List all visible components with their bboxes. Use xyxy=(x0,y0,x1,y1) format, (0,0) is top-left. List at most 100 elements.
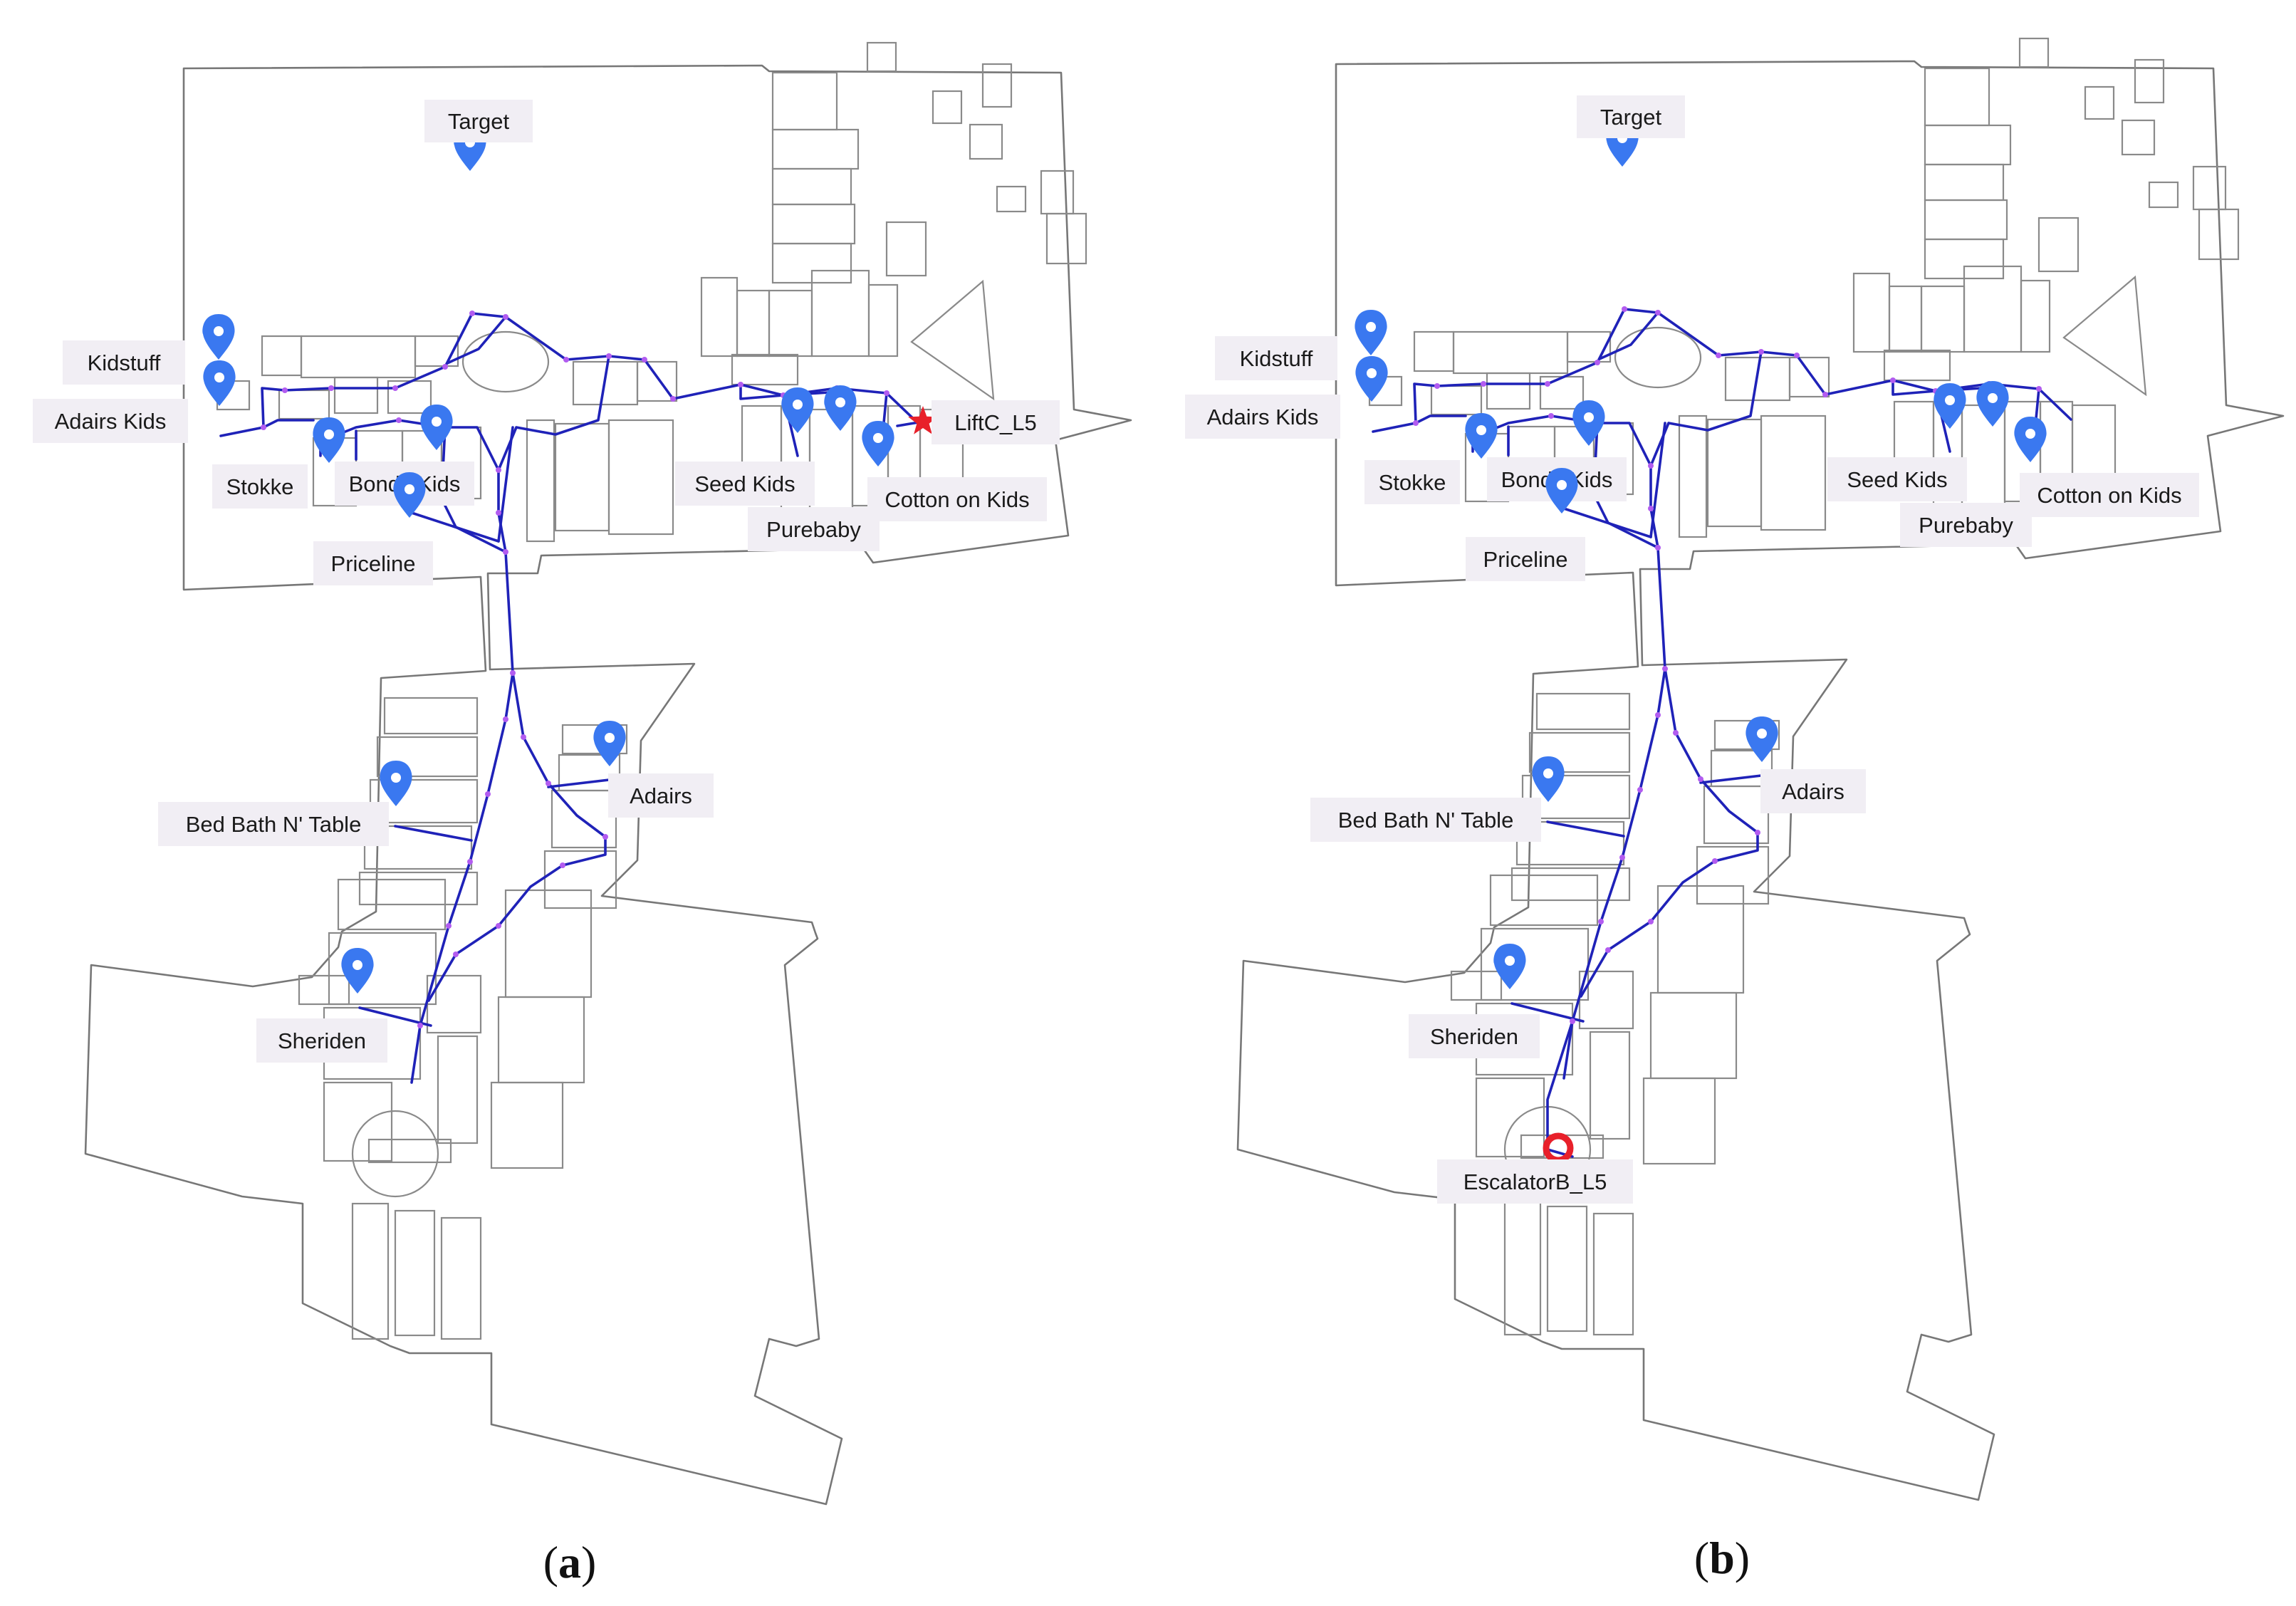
route-node xyxy=(1595,360,1600,365)
shop-unit xyxy=(2121,119,2156,156)
shop-unit xyxy=(2192,165,2227,211)
atrium-void xyxy=(351,1110,439,1198)
store-label-text: Purebaby xyxy=(1919,513,2013,538)
shop-unit xyxy=(1920,285,1966,353)
map-pin-icon[interactable] xyxy=(203,360,236,406)
map-pin-icon[interactable] xyxy=(1976,381,2009,427)
shop-unit xyxy=(298,974,350,1006)
label-adairs-kids: Adairs Kids xyxy=(33,399,188,443)
label-bed-bath-n-table: Bed Bath N' Table xyxy=(158,802,389,846)
panel-caption: (b) xyxy=(1694,1533,1750,1583)
route-node xyxy=(1698,776,1703,782)
route-node xyxy=(1716,353,1721,358)
store-label-text: Stokke xyxy=(226,474,294,499)
route-segment xyxy=(1562,507,1652,538)
shop-unit xyxy=(376,736,479,778)
store-label-text: Adairs xyxy=(1782,779,1844,804)
route-node xyxy=(1545,381,1550,387)
map-pin-icon[interactable] xyxy=(341,948,374,994)
map-pin-icon[interactable] xyxy=(1493,944,1526,989)
map-pin-icon[interactable] xyxy=(862,421,894,466)
shop-unit xyxy=(867,283,899,358)
shop-unit xyxy=(1521,774,1631,820)
route-node xyxy=(738,382,743,387)
label-bed-bath-n-table: Bed Bath N' Table xyxy=(1310,798,1541,842)
map-pin-icon[interactable] xyxy=(1355,356,1388,402)
map-pin-icon[interactable] xyxy=(1572,400,1605,446)
shop-unit xyxy=(2020,279,2051,353)
caption-paren-open: ( xyxy=(543,1537,558,1587)
shop-unit xyxy=(741,405,783,471)
store-label-text: Cotton on Kids xyxy=(885,487,1029,512)
map-pin-icon[interactable] xyxy=(2014,417,2047,462)
shop-unit xyxy=(910,279,995,401)
route-node xyxy=(1413,420,1419,426)
shop-unit xyxy=(607,419,674,536)
shop-unit xyxy=(731,353,799,386)
route-segment xyxy=(358,1006,432,1027)
label-escalatorb-l5: EscalatorB_L5 xyxy=(1437,1159,1633,1204)
map-pin-icon[interactable] xyxy=(313,417,345,463)
map-pin-icon[interactable] xyxy=(420,405,453,450)
route-node xyxy=(1622,306,1627,312)
shop-unit xyxy=(771,71,838,131)
shop-unit xyxy=(278,389,330,420)
map-pin-icon[interactable] xyxy=(1934,383,1966,429)
shop-unit xyxy=(1040,170,1075,215)
shop-unit xyxy=(771,203,856,245)
shop-unit xyxy=(363,825,473,870)
map-pin-icon[interactable] xyxy=(1532,756,1565,802)
shop-unit xyxy=(261,335,303,377)
route-segment xyxy=(1699,774,1763,784)
shop-unit xyxy=(1503,1198,1542,1336)
route-node xyxy=(1570,1018,1575,1024)
route-network xyxy=(1372,306,2072,1158)
route-node xyxy=(670,396,676,402)
label-background xyxy=(63,340,185,385)
caption-letter: b xyxy=(1709,1533,1735,1583)
map-pin-icon[interactable] xyxy=(393,472,426,518)
shop-unit xyxy=(1656,885,1745,994)
map-pin-icon[interactable] xyxy=(1746,716,1778,762)
store-label-text: Stokke xyxy=(1379,470,1446,495)
route-node xyxy=(602,834,608,840)
label-adairs: Adairs xyxy=(1760,769,1866,813)
store-label-text: Target xyxy=(1600,105,1662,130)
star-icon[interactable] xyxy=(908,406,938,434)
label-kidstuff: Kidstuff xyxy=(63,340,185,385)
route-node xyxy=(442,364,448,370)
caption-paren-close: ) xyxy=(1735,1533,1750,1583)
route-segment xyxy=(410,511,500,543)
shop-unit xyxy=(996,185,1027,213)
shop-unit xyxy=(550,789,617,849)
route-node xyxy=(282,387,288,393)
map-pin-icon[interactable] xyxy=(380,761,412,806)
route-node xyxy=(446,923,452,929)
route-node xyxy=(328,385,334,391)
shop-unit xyxy=(1486,372,1531,410)
label-adairs: Adairs xyxy=(608,773,714,818)
floor-outline xyxy=(84,64,1132,1506)
shop-unit xyxy=(337,878,447,931)
map-pin-icon[interactable] xyxy=(824,385,857,431)
route-segment xyxy=(1649,422,1666,538)
ring-icon[interactable] xyxy=(1543,1132,1574,1164)
route-node xyxy=(1481,381,1486,387)
store-label-text: Seed Kids xyxy=(694,471,795,496)
map-pin-icon[interactable] xyxy=(593,721,626,766)
map-pin-icon[interactable] xyxy=(1355,310,1387,355)
label-background xyxy=(256,1018,387,1063)
map-pin-icon[interactable] xyxy=(1465,413,1498,459)
route-node xyxy=(546,781,551,786)
map-pin-icon[interactable] xyxy=(202,314,235,360)
shop-unit xyxy=(504,889,593,998)
shop-unit xyxy=(885,221,927,277)
shop-unit xyxy=(323,1081,393,1162)
map-pin-icon[interactable] xyxy=(781,387,814,433)
shop-unit xyxy=(333,376,379,414)
map-pin-icon[interactable] xyxy=(1545,468,1578,513)
label-background xyxy=(1409,1014,1540,1058)
